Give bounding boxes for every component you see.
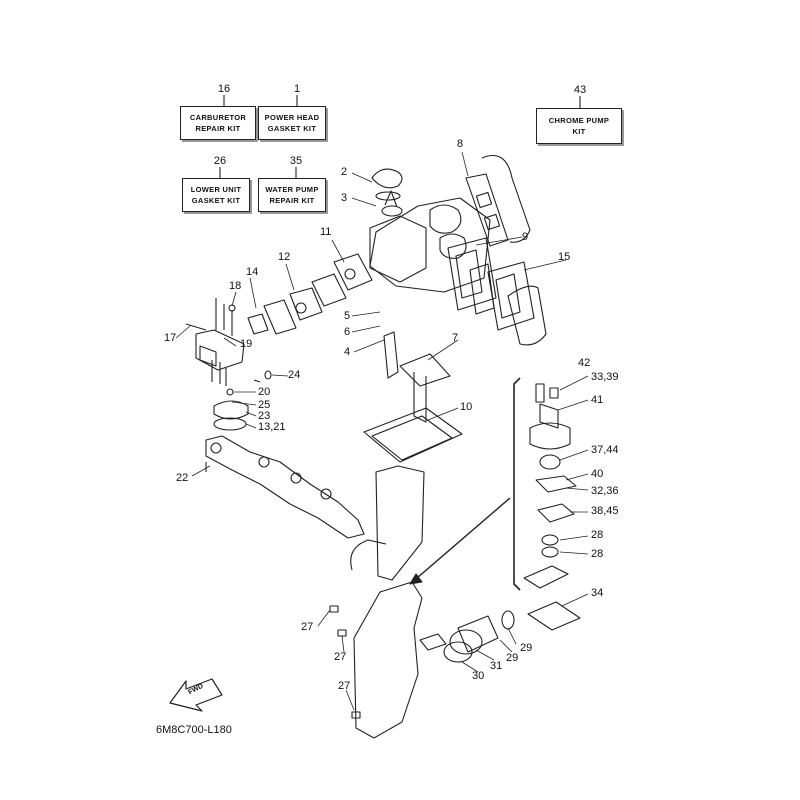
- kit-line-1: CARBURETOR: [189, 113, 247, 122]
- kit-water-pump-repair-label: WATER PUMP REPAIR KIT: [258, 178, 326, 212]
- kit-line-1: WATER PUMP: [265, 185, 319, 194]
- callout-label: 25: [258, 399, 271, 411]
- callout-label: 19: [240, 338, 253, 350]
- callout-label: 32,36: [591, 485, 619, 497]
- kit-line-2: REPAIR KIT: [195, 124, 241, 133]
- callout-label: 8: [457, 138, 464, 150]
- callout-label: 11: [320, 226, 332, 238]
- kit-number: 26: [213, 155, 227, 167]
- kit-carburetor-repair-label: CARBURETOR REPAIR KIT: [180, 106, 256, 140]
- callout-label: 13,21: [258, 421, 286, 433]
- callout-label: 9: [522, 231, 529, 243]
- callout-label: 31: [490, 660, 503, 672]
- callout-label: 14: [246, 266, 259, 278]
- callout-label: 29: [520, 642, 533, 654]
- callout-label: 34: [591, 587, 604, 599]
- callout-label: 4: [344, 346, 351, 358]
- kit-number: 1: [293, 83, 301, 95]
- kit-line-2: GASKET KIT: [191, 196, 241, 205]
- callout-label: 40: [591, 468, 604, 480]
- diagram-code: 6M8C700-L180: [156, 724, 232, 736]
- callout-label: 10: [460, 401, 473, 413]
- callout-leaders: [175, 151, 589, 711]
- callout-label: 22: [176, 472, 189, 484]
- callout-label: 29: [506, 652, 519, 664]
- gasket-strip: [205, 435, 365, 539]
- kit-number: 35: [289, 155, 303, 167]
- kit-line-1: LOWER UNIT: [190, 185, 242, 194]
- callout-label: 30: [472, 670, 485, 682]
- drive-shaft-housing: [350, 331, 463, 581]
- callout-label: 6: [344, 326, 351, 338]
- arrow-head: [409, 573, 423, 585]
- callout-label: 3: [341, 192, 348, 204]
- gasket-9-15: [447, 237, 547, 346]
- callout-label: 28: [591, 529, 604, 541]
- water-pump-assembly: [513, 377, 581, 631]
- carburetor: [185, 298, 245, 386]
- kit-line-2: REPAIR KIT: [269, 196, 315, 205]
- kit-number: 43: [573, 84, 587, 96]
- callout-label: 17: [164, 332, 177, 344]
- callout-label: 5: [344, 310, 351, 322]
- callout-label: 41: [591, 394, 604, 406]
- callout-label: 7: [452, 332, 459, 344]
- kit-line-2: KIT: [572, 127, 586, 136]
- kit-leaders: [219, 95, 581, 178]
- manifold-11-12: [247, 253, 373, 335]
- callout-label: 15: [558, 251, 571, 263]
- callout-label: 12: [278, 251, 291, 263]
- fwd-arrow-icon: [169, 678, 223, 712]
- callout-label: 42: [578, 357, 591, 369]
- callout-label: 18: [229, 280, 242, 292]
- callout-label: 23: [258, 410, 271, 422]
- kit-number: 16: [217, 83, 231, 95]
- lower-unit-housing: [329, 581, 515, 739]
- callout-label: 20: [258, 386, 271, 398]
- callout-label: 37,44: [591, 444, 619, 456]
- kit-line-1: CHROME PUMP: [548, 116, 610, 125]
- kit-line-2: GASKET KIT: [267, 124, 317, 133]
- callout-label: 27: [338, 680, 351, 692]
- callout-label: 27: [301, 621, 314, 633]
- small-parts: [213, 370, 272, 431]
- callout-label: 24: [288, 369, 301, 381]
- kit-line-1: POWER HEAD: [264, 113, 320, 122]
- kit-lower-unit-gasket-label: LOWER UNIT GASKET KIT: [182, 178, 250, 212]
- callout-label: 2: [341, 166, 348, 178]
- callout-label: 38,45: [591, 505, 619, 517]
- kit-chrome-pump-label: CHROME PUMP KIT: [536, 108, 622, 144]
- callout-label: 33,39: [591, 371, 619, 383]
- callout-label: 28: [591, 548, 604, 560]
- assembly-arrow: [409, 497, 511, 585]
- gasket-8: [465, 154, 531, 247]
- kit-power-head-gasket-label: POWER HEAD GASKET KIT: [258, 106, 326, 140]
- power-head-assembly: [369, 168, 491, 293]
- callout-label: 27: [334, 651, 347, 663]
